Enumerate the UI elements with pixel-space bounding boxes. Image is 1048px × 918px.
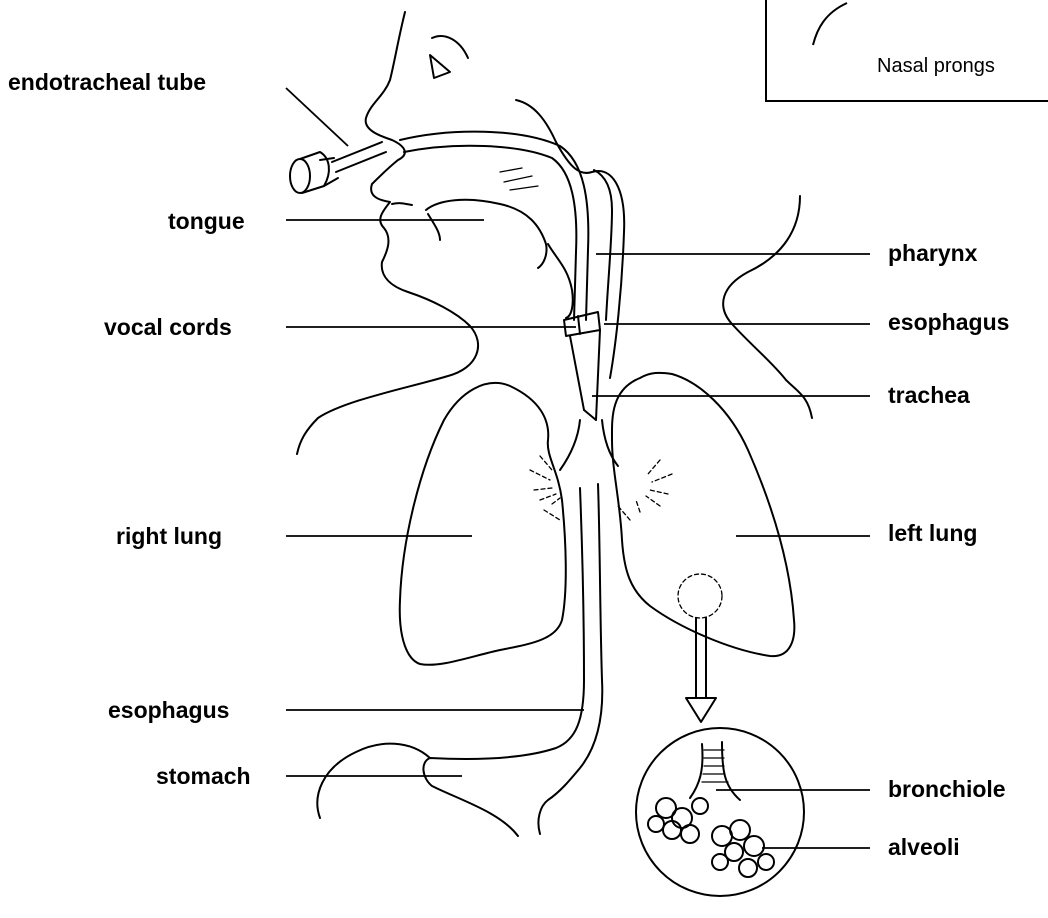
label-esophagus-upper: esophagus bbox=[888, 311, 1009, 334]
label-esophagus-lower: esophagus bbox=[108, 699, 229, 722]
airway bbox=[290, 132, 618, 470]
label-right-lung: right lung bbox=[116, 525, 222, 548]
label-alveoli: alveoli bbox=[888, 836, 960, 859]
bronchi bbox=[530, 456, 672, 520]
label-endotracheal-tube: endotracheal tube bbox=[8, 71, 206, 94]
nasal-prong-curve bbox=[807, 0, 887, 49]
leader-lines bbox=[286, 88, 870, 848]
label-tongue: tongue bbox=[168, 210, 245, 233]
label-bronchiole: bronchiole bbox=[888, 778, 1006, 801]
left-lung bbox=[612, 373, 794, 656]
nasal-prongs-inset: Nasal prongs bbox=[765, 0, 1048, 102]
head-outline bbox=[297, 12, 812, 454]
mouth-tongue bbox=[392, 200, 547, 268]
label-left-lung: left lung bbox=[888, 522, 977, 545]
label-stomach: stomach bbox=[156, 765, 251, 788]
inset-caption: Nasal prongs bbox=[877, 55, 995, 78]
label-vocal-cords: vocal cords bbox=[104, 316, 232, 339]
right-lung bbox=[400, 383, 566, 665]
label-trachea: trachea bbox=[888, 384, 970, 407]
label-pharynx: pharynx bbox=[888, 242, 977, 265]
